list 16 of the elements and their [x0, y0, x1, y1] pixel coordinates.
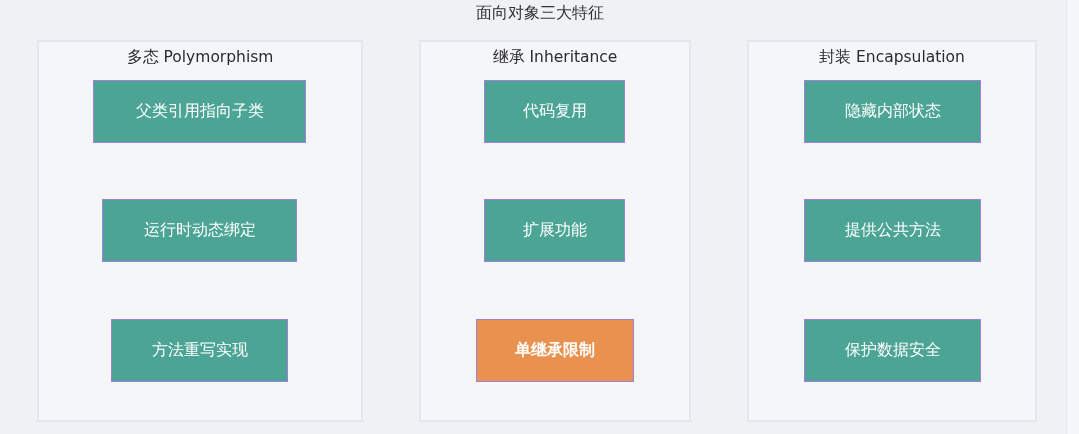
group-heading: 多态 Polymorphism: [126, 47, 274, 68]
feature-box: 方法重写实现: [111, 319, 288, 382]
feature-box: 提供公共方法: [804, 199, 981, 262]
feature-box: 隐藏内部状态: [804, 80, 981, 143]
feature-box: 运行时动态绑定: [102, 199, 297, 262]
feature-box: 扩展功能: [484, 199, 625, 262]
group-panel: [37, 40, 363, 422]
feature-box: 父类引用指向子类: [93, 80, 306, 143]
highlighted-box: 单继承限制: [476, 319, 634, 382]
diagram-title: 面向对象三大特征: [475, 3, 604, 24]
group-panel: [419, 40, 691, 422]
group-panel: [747, 40, 1037, 422]
group-heading: 继承 Inheritance: [492, 47, 618, 68]
feature-box: 代码复用: [484, 80, 625, 143]
feature-box: 保护数据安全: [804, 319, 981, 382]
group-heading: 封装 Encapsulation: [819, 47, 965, 68]
